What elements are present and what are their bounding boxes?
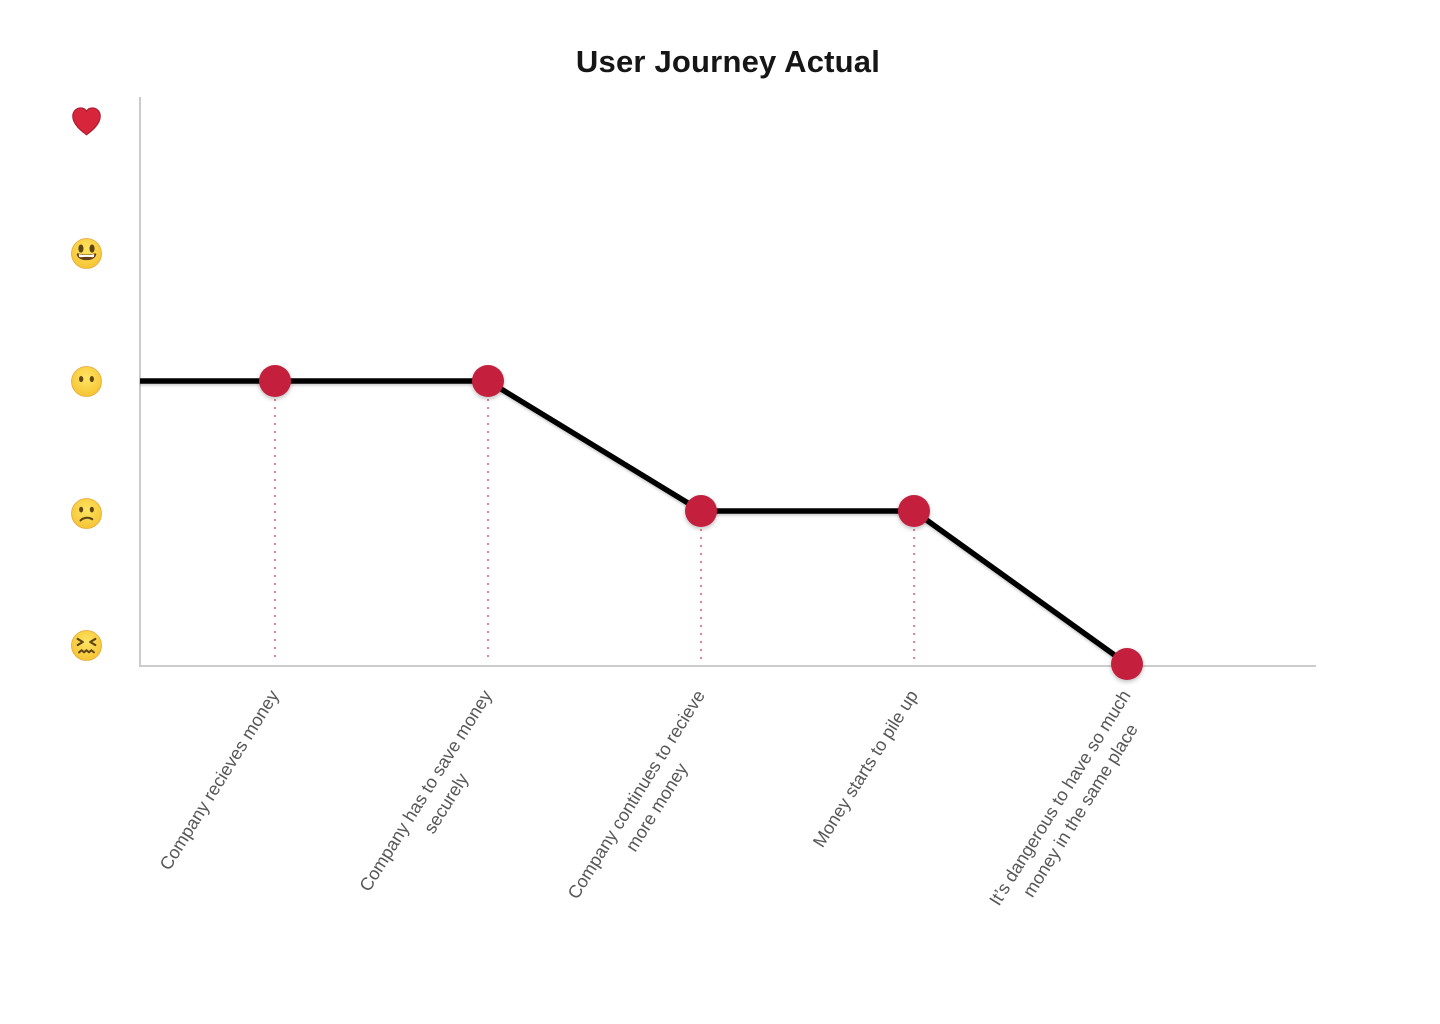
chart-title: User Journey Actual bbox=[575, 44, 881, 79]
red-heart-icon bbox=[72, 107, 101, 136]
journey-point bbox=[685, 495, 717, 527]
journey-point bbox=[259, 365, 291, 397]
confounded-face-icon bbox=[71, 630, 102, 661]
journey-point bbox=[472, 365, 504, 397]
face-without-mouth-icon bbox=[71, 366, 102, 397]
journey-point bbox=[1111, 648, 1143, 680]
journey-line bbox=[140, 378, 1129, 667]
confused-face-icon bbox=[71, 498, 102, 529]
journey-point bbox=[898, 495, 930, 527]
grinning-face-icon bbox=[71, 238, 102, 269]
